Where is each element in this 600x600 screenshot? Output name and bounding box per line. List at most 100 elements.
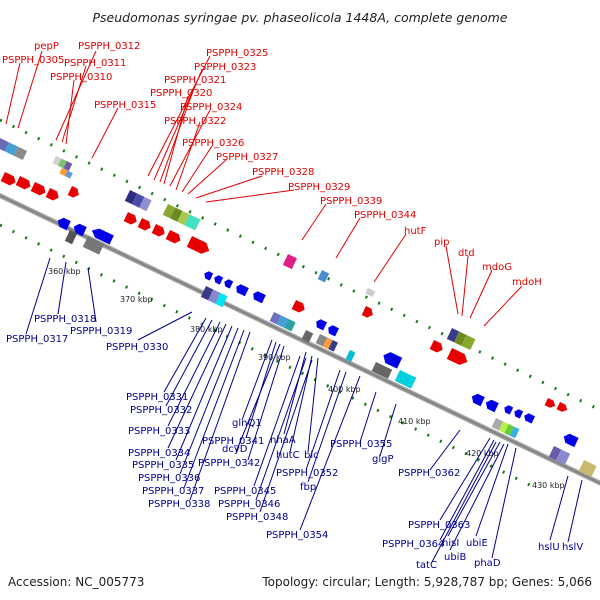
gene-arrow[interactable] bbox=[251, 290, 266, 304]
gene-label[interactable]: PSPPH_0335 bbox=[132, 460, 194, 471]
gene-label[interactable]: PSPPH_0317 bbox=[6, 334, 68, 345]
reverse-genes bbox=[56, 216, 579, 448]
gene-label[interactable]: fbp bbox=[300, 482, 316, 493]
gene-label[interactable]: PSPPH_0363 bbox=[408, 520, 470, 531]
gene-arrow[interactable] bbox=[213, 274, 224, 285]
gene-label[interactable]: PSPPH_0305 bbox=[2, 55, 64, 66]
gene-arrow[interactable] bbox=[90, 226, 114, 245]
gene-label[interactable]: pip bbox=[434, 237, 449, 248]
gene-label[interactable]: pepP bbox=[34, 41, 59, 52]
gene-label[interactable]: PSPPH_0362 bbox=[398, 468, 460, 479]
gene-label[interactable]: PSPPH_0333 bbox=[128, 426, 190, 437]
gene-label[interactable]: hslV bbox=[562, 542, 583, 553]
gene-arrow[interactable] bbox=[151, 224, 167, 238]
gene-label[interactable]: PSPPH_0310 bbox=[50, 72, 112, 83]
gene-label[interactable]: mdoH bbox=[512, 277, 542, 288]
gene-label[interactable]: PSPPH_0332 bbox=[130, 405, 192, 416]
gene-label[interactable]: PSPPH_0341 bbox=[202, 436, 264, 447]
gene-label[interactable]: hutC bbox=[276, 450, 300, 461]
gene-label[interactable]: phaD bbox=[474, 558, 501, 569]
gene-label[interactable]: PSPPH_0322 bbox=[164, 116, 226, 127]
gene-label[interactable]: hutF bbox=[404, 226, 427, 237]
forward-gene-labels: pepP PSPPH_0305 PSPPH_0312 PSPPH_0311 PS… bbox=[2, 41, 542, 288]
gene-arrow[interactable] bbox=[314, 318, 328, 331]
gene-label[interactable]: PSPPH_0328 bbox=[252, 167, 314, 178]
gene-arrow[interactable] bbox=[503, 404, 514, 415]
gene-arrow[interactable] bbox=[223, 278, 234, 289]
gene-label[interactable]: PSPPH_0311 bbox=[64, 58, 126, 69]
gene-arrow[interactable] bbox=[72, 222, 87, 237]
gene-label[interactable]: PSPPH_0344 bbox=[354, 210, 416, 221]
gene-label[interactable]: PSPPH_0321 bbox=[164, 75, 226, 86]
gene-arrow[interactable] bbox=[186, 236, 212, 256]
gene-label[interactable]: PSPPH_0345 bbox=[214, 486, 276, 497]
gene-label[interactable]: PSPPH_0331 bbox=[126, 392, 188, 403]
gene-label[interactable]: PSPPH_0339 bbox=[320, 196, 382, 207]
tick-label: 370 kbp bbox=[120, 295, 153, 304]
gene-label[interactable]: glnQ1 bbox=[232, 418, 262, 429]
gene-arrow[interactable] bbox=[30, 182, 48, 197]
gene-arrow[interactable] bbox=[56, 216, 71, 231]
gene-arrow[interactable] bbox=[556, 402, 569, 414]
gene-label[interactable]: PSPPH_0323 bbox=[194, 62, 256, 73]
gene-arrow[interactable] bbox=[429, 340, 445, 354]
gene-arrow[interactable] bbox=[326, 324, 340, 337]
gene-arrow[interactable] bbox=[470, 392, 485, 407]
gene-label[interactable]: ubiE bbox=[466, 538, 488, 549]
gene-label[interactable]: PSPPH_0342 bbox=[198, 458, 260, 469]
gene-label[interactable]: PSPPH_0337 bbox=[142, 486, 204, 497]
gene-label[interactable]: PSPPH_0318 bbox=[34, 314, 96, 325]
map-title: Pseudomonas syringae pv. phaseolicola 14… bbox=[92, 10, 507, 25]
gene-label[interactable]: PSPPH_0327 bbox=[216, 152, 278, 163]
gene-arrow[interactable] bbox=[381, 350, 403, 369]
gene-label[interactable]: PSPPH_0334 bbox=[128, 448, 190, 459]
gene-label[interactable]: PSPPH_0346 bbox=[218, 499, 280, 510]
gene-arrow[interactable] bbox=[562, 432, 579, 448]
gene-label[interactable]: PSPPH_0354 bbox=[266, 530, 328, 541]
gene-arrow[interactable] bbox=[203, 270, 214, 281]
gene-label[interactable]: PSPPH_0312 bbox=[78, 41, 140, 52]
gene-arrow[interactable] bbox=[45, 188, 61, 202]
gene-label[interactable]: PSPPH_0336 bbox=[138, 473, 200, 484]
gene-label[interactable]: PSPPH_0320 bbox=[150, 88, 212, 99]
gene-label[interactable]: PSPPH_0319 bbox=[70, 326, 132, 337]
reverse-gene-labels: PSPPH_0318 PSPPH_0317 PSPPH_0319 PSPPH_0… bbox=[6, 314, 583, 571]
gene-label[interactable]: PSPPH_0338 bbox=[148, 499, 210, 510]
gene-label[interactable]: blc bbox=[304, 450, 319, 461]
gene-arrow[interactable] bbox=[361, 306, 375, 319]
gene-arrow[interactable] bbox=[123, 212, 139, 226]
forward-leaders bbox=[5, 50, 523, 327]
gene-arrow[interactable] bbox=[484, 398, 499, 413]
gene-arrow[interactable] bbox=[0, 172, 18, 187]
gene-label[interactable]: PSPPH_0364 bbox=[382, 539, 444, 550]
gene-label[interactable]: PSPPH_0324 bbox=[180, 102, 242, 113]
gene-label[interactable]: hslU bbox=[538, 542, 560, 553]
gene-arrow[interactable] bbox=[137, 218, 153, 232]
gene-label[interactable]: dcyD bbox=[222, 444, 248, 455]
gene-arrow[interactable] bbox=[523, 412, 536, 424]
gene-label[interactable]: PSPPH_0326 bbox=[182, 138, 244, 149]
gene-label[interactable]: PSPPH_0352 bbox=[276, 468, 338, 479]
gene-arrow[interactable] bbox=[234, 283, 249, 297]
gene-label[interactable]: PSPPH_0348 bbox=[226, 512, 288, 523]
gene-arrow[interactable] bbox=[15, 176, 33, 191]
gene-arrow[interactable] bbox=[291, 300, 307, 314]
gene-arrow[interactable] bbox=[446, 348, 470, 367]
gene-arrow[interactable] bbox=[67, 186, 81, 199]
gene-label[interactable]: PSPPH_0355 bbox=[330, 439, 392, 450]
gene-arrow[interactable] bbox=[544, 398, 557, 410]
gene-label[interactable]: tatC bbox=[416, 560, 437, 571]
gene-label[interactable]: PSPPH_0330 bbox=[106, 342, 168, 353]
gene-label[interactable]: nhaA bbox=[270, 435, 296, 446]
gene-arrow[interactable] bbox=[165, 230, 183, 245]
feature-blocks bbox=[0, 138, 597, 477]
gene-label[interactable]: hisI bbox=[442, 538, 459, 549]
gene-label[interactable]: PSPPH_0315 bbox=[94, 100, 156, 111]
gene-label[interactable]: dtd bbox=[458, 248, 475, 259]
gene-label[interactable]: PSPPH_0325 bbox=[206, 48, 268, 59]
gene-label[interactable]: PSPPH_0329 bbox=[288, 182, 350, 193]
gene-label[interactable]: glgP bbox=[372, 454, 394, 465]
gene-arrow[interactable] bbox=[513, 408, 524, 419]
gene-label[interactable]: ubiB bbox=[444, 552, 466, 563]
gene-label[interactable]: mdoG bbox=[482, 262, 512, 273]
